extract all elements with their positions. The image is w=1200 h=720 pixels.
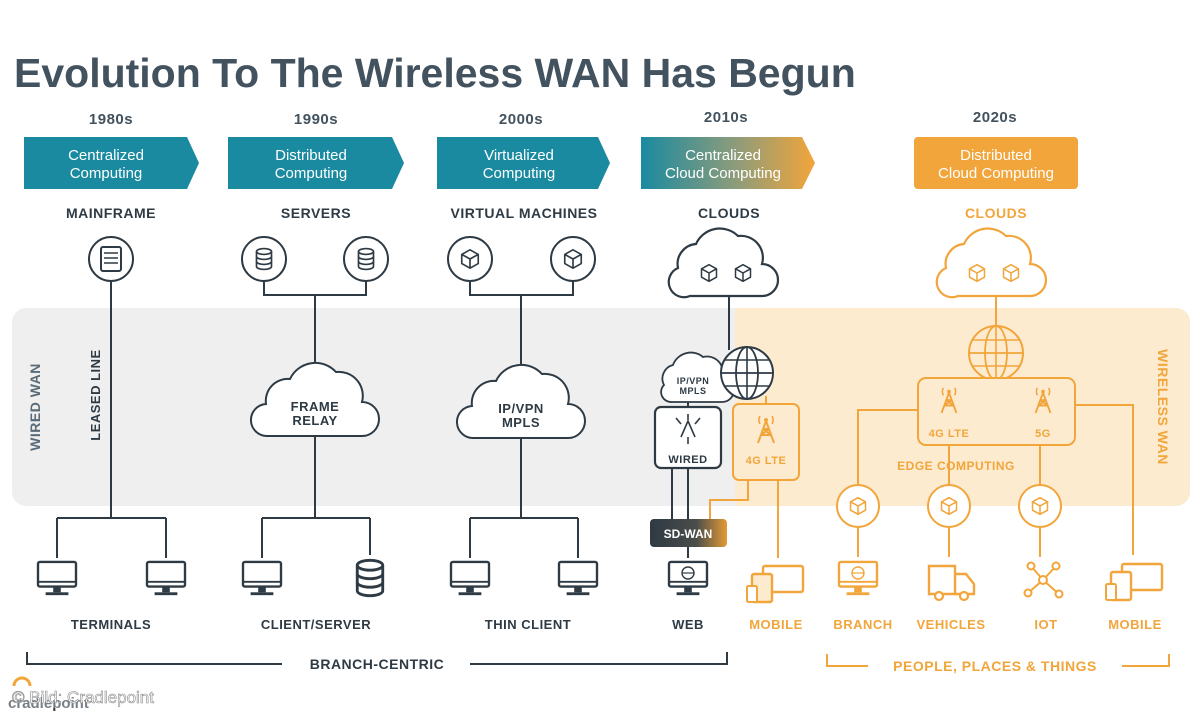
- decade-1980s: 1980s: [89, 111, 133, 128]
- iot-network-icon: [1023, 561, 1064, 599]
- svg-text:MPLS: MPLS: [679, 386, 706, 396]
- lte-node-2010: 4G LTE: [732, 403, 800, 481]
- leased-line-label: LEASED LINE: [88, 349, 103, 440]
- svg-text:MPLS: MPLS: [502, 415, 540, 430]
- svg-text:RELAY: RELAY: [292, 413, 337, 428]
- frame-relay-cloud: FRAME RELAY: [250, 361, 380, 438]
- cloud-2010-node: [667, 227, 780, 299]
- svg-text:IP/VPN: IP/VPN: [498, 401, 544, 416]
- cradlepoint-logo-arc: [12, 676, 32, 687]
- svg-text:SD-WAN: SD-WAN: [664, 527, 713, 541]
- device-vehicles: VEHICLES: [916, 617, 985, 632]
- decade-2010s: 2010s: [704, 109, 748, 126]
- globe-icon-2010: [720, 346, 774, 400]
- server-icon-1: [241, 236, 287, 282]
- svg-text:WIRED: WIRED: [668, 454, 707, 466]
- era-banner-2020s: Distributed Cloud Computing: [914, 137, 1078, 189]
- globe-icon-2020: [968, 325, 1024, 381]
- links-1990s: [261, 281, 371, 558]
- branch-centric-label: BRANCH-CENTRIC: [310, 656, 445, 672]
- edge-node-vehicles: [927, 484, 971, 528]
- bracket-branch-centric: [26, 652, 728, 665]
- wired-node: WIRED: [653, 405, 723, 470]
- branch-monitor-icon: [837, 560, 879, 597]
- svg-text:Virtualized: Virtualized: [484, 147, 554, 164]
- edge-computing-label: EDGE COMPUTING: [897, 459, 1015, 473]
- svg-text:Centralized: Centralized: [685, 147, 761, 164]
- links-1980s: [56, 281, 167, 558]
- era-banner-2000s: Virtualized Computing: [437, 137, 610, 189]
- era-banner-1990s: Distributed Computing: [228, 137, 404, 189]
- mobile-devices-icon-2020: [1105, 562, 1164, 602]
- client-monitor-icon: [241, 560, 283, 597]
- svg-text:Computing: Computing: [483, 165, 556, 182]
- edge-computing-box: 4G LTE 5G: [917, 377, 1076, 446]
- svg-text:Computing: Computing: [70, 165, 143, 182]
- people-places-things-label: PEOPLE, PLACES & THINGS: [893, 658, 1097, 674]
- mobile-devices-icon-2010: [746, 564, 805, 604]
- device-web: WEB: [672, 617, 704, 632]
- device-iot: IOT: [1034, 617, 1057, 632]
- sd-wan-node: SD-WAN: [650, 519, 727, 547]
- tier-mainframe: MAINFRAME: [66, 205, 156, 221]
- cloud-2020-node: [935, 227, 1048, 299]
- svg-text:FRAME: FRAME: [291, 399, 340, 414]
- svg-text:Cloud Computing: Cloud Computing: [938, 165, 1054, 182]
- device-mobile-2010: MOBILE: [749, 617, 803, 632]
- server-icon-2: [343, 236, 389, 282]
- tier-virtual-machines: VIRTUAL MACHINES: [451, 205, 598, 221]
- tier-clouds-2020: CLOUDS: [965, 205, 1027, 221]
- tier-servers: SERVERS: [281, 205, 351, 221]
- links-2010-wired: [671, 402, 689, 558]
- edge-node-iot: [1018, 484, 1062, 528]
- svg-text:5G: 5G: [1035, 428, 1051, 440]
- thin-client-icon-1: [449, 560, 491, 597]
- decade-2020s: 2020s: [973, 109, 1017, 126]
- svg-text:Distributed: Distributed: [275, 147, 347, 164]
- era-banner-1980s: Centralized Computing: [24, 137, 199, 189]
- vm-icon-2: [550, 236, 596, 282]
- wireless-wan-label: WIRELESS WAN: [1155, 349, 1171, 465]
- web-monitor-icon: [667, 560, 709, 597]
- links-2000s: [469, 281, 579, 558]
- server-db-icon: [355, 558, 385, 598]
- device-branch: BRANCH: [833, 617, 892, 632]
- svg-text:IP/VPN: IP/VPN: [677, 376, 710, 386]
- decade-2000s: 2000s: [499, 111, 543, 128]
- svg-text:4G LTE: 4G LTE: [929, 428, 970, 440]
- vehicle-icon: [927, 564, 976, 602]
- image-credit: © Bild: Cradlepoint: [12, 688, 154, 707]
- mainframe-node: [88, 236, 134, 282]
- edge-node-branch: [836, 484, 880, 528]
- vm-icon-1: [447, 236, 493, 282]
- links-2020: [857, 404, 1134, 557]
- era-banner-2010s: Centralized Cloud Computing: [641, 137, 815, 189]
- tier-clouds-2010: CLOUDS: [698, 205, 760, 221]
- wired-wan-label: WIRED WAN: [27, 363, 43, 451]
- thin-client-icon-2: [557, 560, 599, 597]
- device-mobile-2020: MOBILE: [1108, 617, 1162, 632]
- svg-text:4G LTE: 4G LTE: [746, 455, 787, 467]
- terminal-icon-1: [36, 560, 78, 597]
- page-title: Evolution To The Wireless WAN Has Begun: [14, 50, 856, 96]
- links-2010-wireless: [709, 396, 779, 558]
- svg-text:Computing: Computing: [275, 165, 348, 182]
- credit-backdrop: [8, 686, 204, 708]
- terminal-icon-2: [145, 560, 187, 597]
- svg-text:Cloud Computing: Cloud Computing: [665, 165, 781, 182]
- device-client-server: CLIENT/SERVER: [261, 617, 371, 632]
- bracket-people-places-things: [826, 654, 1170, 667]
- decade-1990s: 1990s: [294, 111, 338, 128]
- svg-text:Centralized: Centralized: [68, 147, 144, 164]
- cradlepoint-logo: cradlepoint: [8, 695, 89, 712]
- device-terminals: TERMINALS: [71, 617, 151, 632]
- svg-text:Distributed: Distributed: [960, 147, 1032, 164]
- ip-vpn-mpls-cloud: IP/VPN MPLS: [456, 363, 586, 440]
- device-thin-client: THIN CLIENT: [485, 617, 571, 632]
